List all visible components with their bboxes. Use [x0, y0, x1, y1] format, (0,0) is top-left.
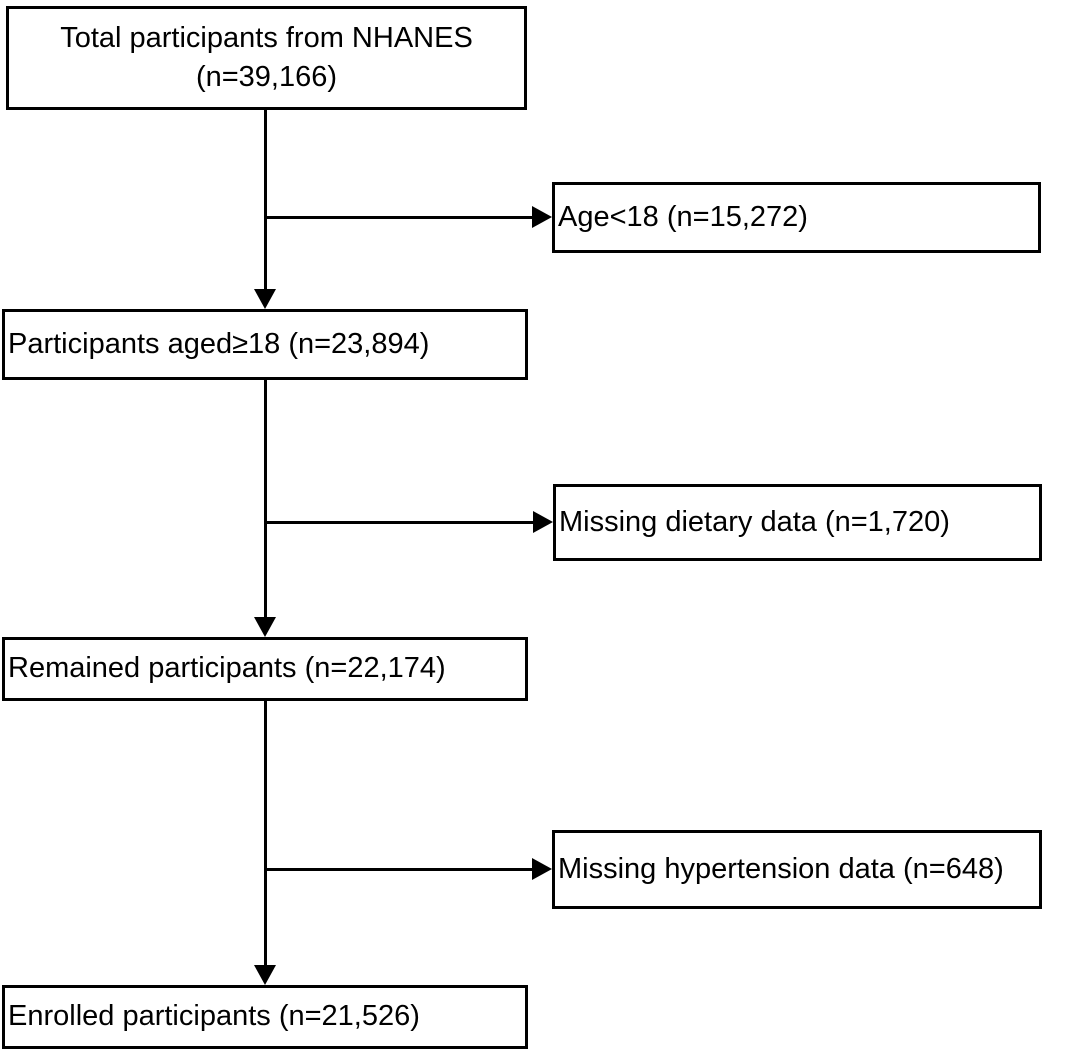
- branch-to-hypertension-exclusion: [264, 868, 534, 871]
- branch-to-age-exclusion: [264, 216, 534, 219]
- total-participants-box: Total participants from NHANES (n=39,166…: [6, 6, 527, 110]
- participants-aged18-label: Participants aged≥18 (n=23,894): [8, 327, 430, 360]
- total-participants-line1: Total participants from NHANES: [60, 21, 473, 54]
- arrowhead-down-icon: [254, 617, 276, 637]
- arrowhead-right-icon: [533, 511, 553, 533]
- arrowhead-down-icon: [254, 965, 276, 985]
- arrowhead-right-icon: [532, 206, 552, 228]
- total-participants-label: Total participants from NHANES (n=39,166…: [60, 19, 473, 97]
- branch-to-dietary-exclusion: [264, 521, 535, 524]
- exclusion-hypertension-label: Missing hypertension data (n=648): [558, 852, 1004, 885]
- connector-remained-to-enrolled: [264, 701, 267, 969]
- arrowhead-right-icon: [532, 858, 552, 880]
- exclusion-hypertension-box: Missing hypertension data (n=648): [552, 830, 1042, 909]
- exclusion-dietary-box: Missing dietary data (n=1,720): [553, 484, 1042, 561]
- exclusion-age-label: Age<18 (n=15,272): [558, 200, 808, 233]
- participants-aged18-box: Participants aged≥18 (n=23,894): [2, 309, 528, 380]
- connector-aged18-to-remained: [264, 380, 267, 621]
- exclusion-age-box: Age<18 (n=15,272): [552, 182, 1041, 253]
- connector-total-to-aged18: [264, 110, 267, 293]
- arrowhead-down-icon: [254, 289, 276, 309]
- enrolled-participants-box: Enrolled participants (n=21,526): [2, 985, 528, 1049]
- exclusion-dietary-label: Missing dietary data (n=1,720): [559, 505, 950, 538]
- remained-participants-label: Remained participants (n=22,174): [8, 652, 446, 685]
- enrolled-participants-label: Enrolled participants (n=21,526): [8, 1000, 420, 1033]
- remained-participants-box: Remained participants (n=22,174): [2, 637, 528, 701]
- total-participants-line2: (n=39,166): [195, 61, 338, 93]
